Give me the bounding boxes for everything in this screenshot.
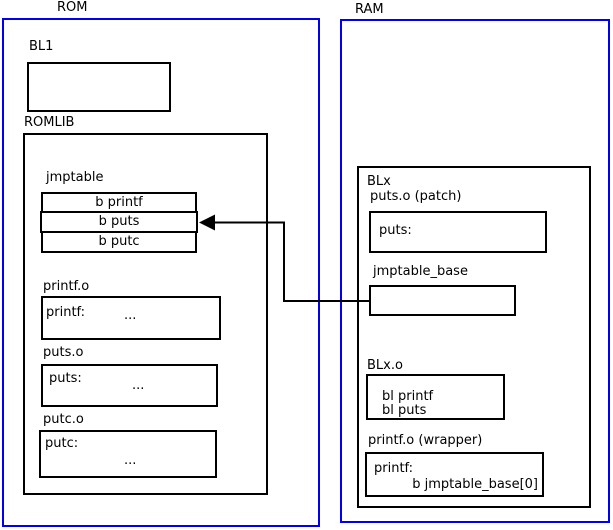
puts-symbol: puts: — [49, 371, 82, 386]
jmptable-entry-puts-text: b puts — [98, 214, 140, 229]
jmptable-base-label: jmptable_base — [373, 264, 468, 279]
printf-wrapper-label: printf.o (wrapper) — [368, 433, 483, 448]
blx-o-box: bl printf bl puts — [366, 374, 505, 420]
jmptable-entry-printf-text: b printf — [95, 194, 143, 210]
putc-o-box: putc: ... — [39, 430, 217, 478]
blx-label: BLx — [367, 174, 391, 189]
putc-body-ellipsis: ... — [124, 453, 137, 468]
printf-symbol: printf: — [46, 305, 86, 320]
jmptable-entry-puts: b puts — [40, 211, 198, 233]
putc-o-label: putc.o — [43, 412, 84, 427]
jmptable-base-box — [369, 285, 516, 316]
ram-region-label: RAM — [355, 2, 384, 17]
bl1-label: BL1 — [29, 39, 54, 54]
printf-wrapper-symbol: printf: — [374, 461, 414, 476]
romlib-label: ROMLIB — [24, 115, 75, 130]
puts-patch-symbol: puts: — [379, 223, 412, 238]
printf-wrapper-body: b jmptable_base[0] — [412, 477, 538, 492]
printf-o-label: printf.o — [43, 279, 90, 294]
jmptable-label: jmptable — [46, 170, 104, 185]
bl1-box — [27, 62, 171, 112]
jmptable-entry-putc-text: b putc — [98, 234, 140, 249]
printf-o-box: printf: ... — [41, 296, 221, 340]
rom-region-label: ROM — [57, 0, 88, 15]
puts-o-label: puts.o — [43, 345, 84, 360]
blx-o-line-bl-printf: bl printf — [382, 389, 434, 404]
jmptable-entry-printf: b printf — [41, 192, 197, 213]
jmptable-entry-putc: b putc — [41, 231, 197, 253]
printf-wrapper-box: printf: b jmptable_base[0] — [365, 452, 544, 497]
blx-o-line-bl-puts: bl puts — [382, 403, 427, 418]
puts-patch-box: puts: — [369, 211, 547, 253]
puts-o-box: puts: ... — [41, 364, 218, 407]
blx-o-label: BLx.o — [367, 358, 403, 373]
printf-body-ellipsis: ... — [124, 308, 137, 323]
putc-symbol: putc: — [45, 436, 79, 451]
puts-body-ellipsis: ... — [132, 378, 145, 393]
puts-patch-label: puts.o (patch) — [370, 189, 462, 204]
